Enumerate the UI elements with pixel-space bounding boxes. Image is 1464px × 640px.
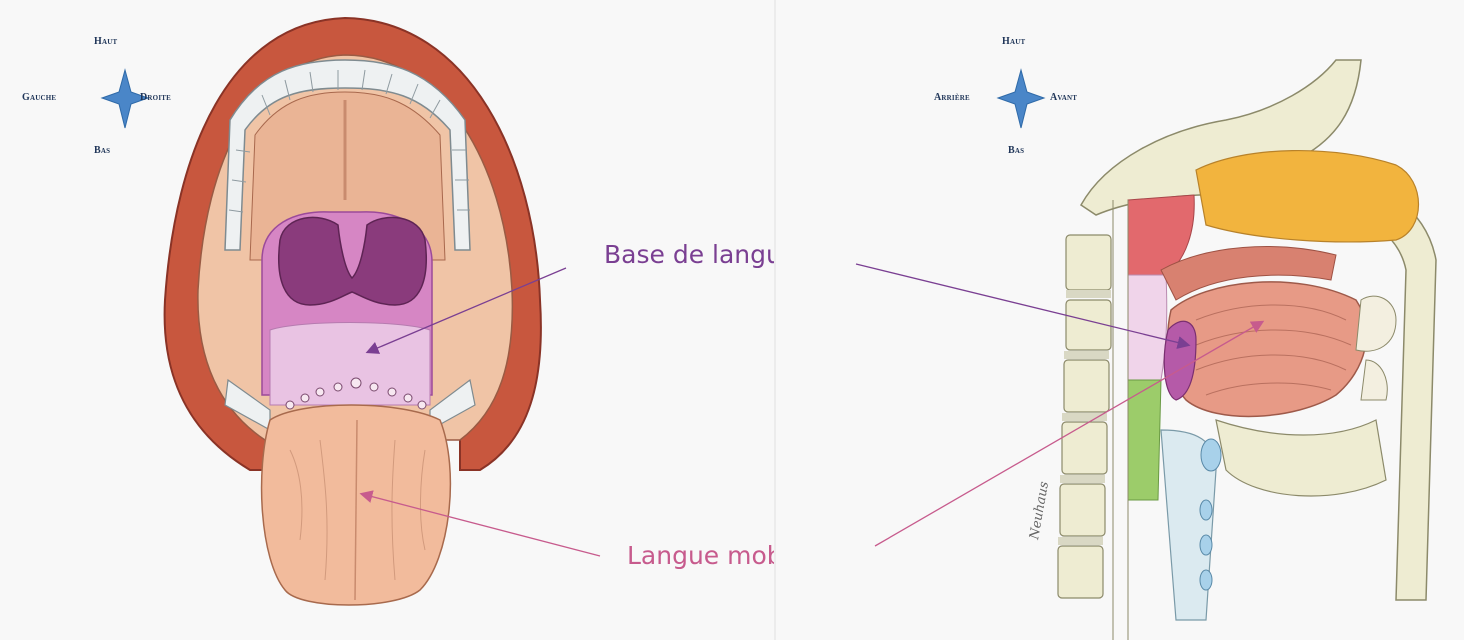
cervical-spine (1057, 234, 1112, 599)
arrow-base-left (365, 267, 567, 354)
compass-star-icon-right (996, 68, 1046, 129)
mandible (1215, 419, 1387, 497)
nasal-cavity (1195, 149, 1419, 243)
compass-left-label: Gauche (22, 92, 57, 103)
arrow-mobile-left (359, 490, 601, 557)
compass-down-label-right: Bas (1008, 145, 1025, 156)
soft-palate (1160, 246, 1337, 301)
uvula (278, 216, 427, 306)
base-de-langue-label: Base de langue (604, 240, 798, 269)
arrow-base-right (855, 263, 1191, 349)
compass-sagittal: Haut Arrière Avant Bas (932, 32, 1132, 162)
compass-left-label-right: Arrière (934, 92, 970, 103)
sagittal-head-illustration: Neuhaus (1027, 59, 1437, 640)
compass-front: Haut Gauche Droite Bas (20, 32, 220, 162)
compass-right-label: Droite (140, 92, 171, 103)
open-mouth-illustration (163, 16, 542, 606)
compass-star-icon (100, 68, 150, 129)
arrow-mobile-right (874, 320, 1265, 547)
sagittal-view-panel: Haut Arrière Avant Bas (776, 0, 1464, 640)
compass-up-label: Haut (94, 36, 118, 47)
panel-divider (774, 0, 776, 640)
upper-teeth (224, 59, 471, 251)
compass-right-label-right: Avant (1050, 92, 1078, 103)
compass-up-label-right: Haut (1002, 36, 1026, 47)
front-view-panel: Haut Gauche Droite Bas (20, 16, 812, 606)
compass-down-label: Bas (94, 145, 111, 156)
